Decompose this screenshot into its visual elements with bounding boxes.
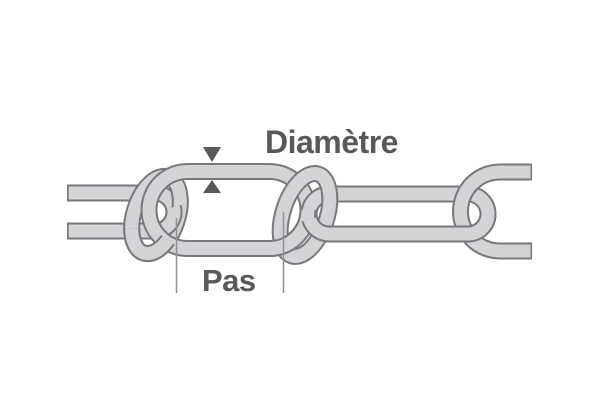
pitch-measure-lines	[175, 212, 285, 293]
pitch-label: Pas	[202, 263, 256, 298]
chain-link-second-front-left	[310, 219, 362, 234]
diameter-label: Diamètre	[265, 124, 398, 160]
diameter-arrow-down-icon	[203, 147, 221, 162]
chain-cut-end-caps	[67, 163, 533, 260]
diameter-arrow-up-icon	[203, 180, 221, 193]
diameter-arrows	[203, 147, 221, 193]
